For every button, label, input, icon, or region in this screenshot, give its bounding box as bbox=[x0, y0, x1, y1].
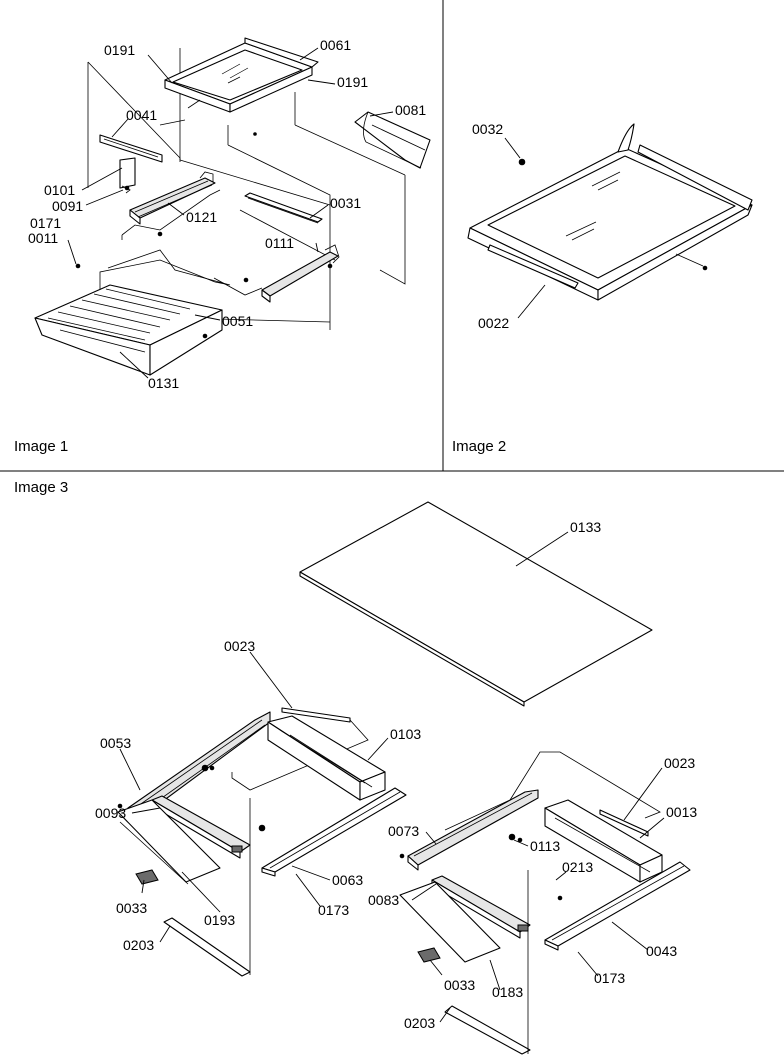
rail-0121 bbox=[129, 171, 216, 237]
callout-0063: 0063 bbox=[332, 872, 363, 888]
bracket-0101 bbox=[119, 157, 136, 194]
callout-0101: 0101 bbox=[44, 182, 75, 198]
image-3-panel: Image 3 bbox=[14, 479, 697, 1055]
image-1-reference-lines bbox=[87, 48, 406, 330]
bar-0031 bbox=[244, 192, 323, 224]
left-shelf-assembly bbox=[117, 707, 407, 977]
glass-panel-0133 bbox=[299, 501, 653, 707]
callout-0203-left: 0203 bbox=[123, 937, 154, 953]
drawer-0131 bbox=[34, 259, 223, 376]
callout-0043: 0043 bbox=[646, 943, 677, 959]
callout-0131: 0131 bbox=[148, 375, 179, 391]
callout-0133: 0133 bbox=[570, 519, 601, 535]
callout-0111: 0111 bbox=[265, 235, 294, 251]
callout-0061: 0061 bbox=[320, 37, 351, 53]
image-2-caption: Image 2 bbox=[452, 438, 506, 455]
callout-0033-right: 0033 bbox=[444, 977, 475, 993]
right-shelf-assembly bbox=[399, 751, 691, 1055]
rail-0111 bbox=[243, 244, 340, 303]
callout-0073: 0073 bbox=[388, 823, 419, 839]
callout-0051: 0051 bbox=[222, 313, 253, 329]
callout-0091: 0091 bbox=[52, 198, 83, 214]
shelf-0061 bbox=[164, 37, 319, 113]
image-1-leaders bbox=[81, 47, 394, 379]
rail-0081 bbox=[354, 111, 431, 169]
image-1-caption: Image 1 bbox=[14, 438, 68, 455]
callout-0093: 0093 bbox=[95, 805, 126, 821]
callout-0033-left: 0033 bbox=[116, 900, 147, 916]
image-3-leaders bbox=[119, 531, 665, 1023]
shelf-0022 bbox=[467, 123, 753, 301]
callout-0053: 0053 bbox=[100, 735, 131, 751]
callout-0081: 0081 bbox=[395, 102, 426, 118]
callout-0203-right: 0203 bbox=[404, 1015, 435, 1031]
callout-0103: 0103 bbox=[390, 726, 421, 742]
image-2-leaders bbox=[504, 137, 546, 319]
image-1-hardware bbox=[67, 132, 257, 269]
callout-0032: 0032 bbox=[472, 121, 503, 137]
callout-0031: 0031 bbox=[330, 195, 361, 211]
callout-0213: 0213 bbox=[562, 859, 593, 875]
callout-0193: 0193 bbox=[204, 912, 235, 928]
callout-0171: 0171 bbox=[30, 215, 61, 231]
callout-0022: 0022 bbox=[478, 315, 509, 331]
callout-0023-left: 0023 bbox=[224, 638, 255, 654]
image-1-panel: 0191 0061 0191 0041 0081 0101 0091 0121 … bbox=[14, 37, 431, 455]
callout-0191-right: 0191 bbox=[337, 74, 368, 90]
callout-0173-left: 0173 bbox=[318, 902, 349, 918]
callout-0011: 0011 bbox=[28, 230, 58, 246]
callout-0041: 0041 bbox=[126, 107, 157, 123]
image-2-panel: 0032 0022 Image 2 bbox=[452, 121, 753, 455]
callout-0183: 0183 bbox=[492, 984, 523, 1000]
rail-0041 bbox=[99, 119, 186, 163]
callout-0113: 0113 bbox=[530, 838, 560, 854]
image-3-caption: Image 3 bbox=[14, 479, 68, 496]
callout-0191-left: 0191 bbox=[104, 42, 135, 58]
callout-0013: 0013 bbox=[666, 804, 697, 820]
callout-0173-right: 0173 bbox=[594, 970, 625, 986]
callout-0083: 0083 bbox=[368, 892, 399, 908]
panel-frames bbox=[0, 0, 784, 472]
callout-0121: 0121 bbox=[186, 209, 217, 225]
callout-0023-right: 0023 bbox=[664, 755, 695, 771]
